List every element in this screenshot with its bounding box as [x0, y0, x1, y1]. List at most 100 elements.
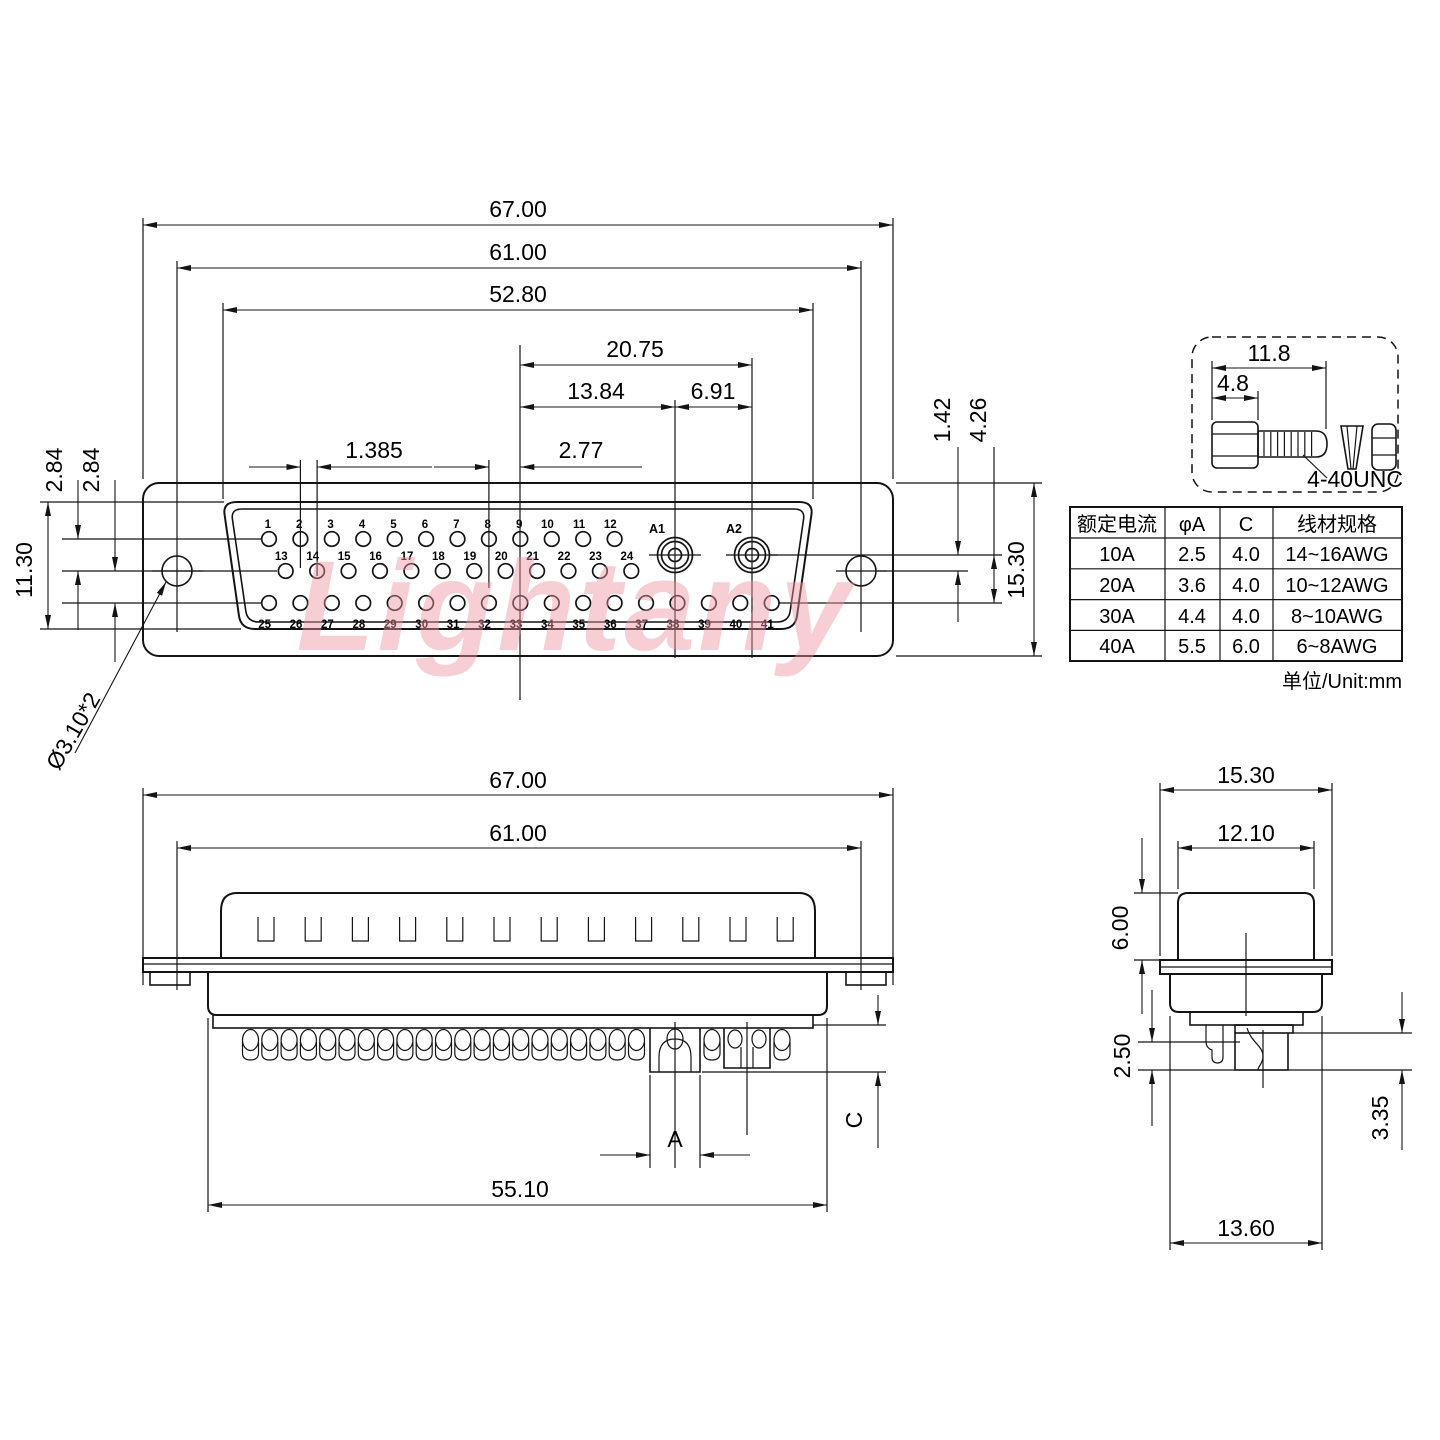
- table-header-current: 额定电流: [1077, 513, 1157, 536]
- table-cell: 6~8AWG: [1297, 636, 1378, 658]
- pin-column-extension-lines: [299, 460, 490, 588]
- dim-284b-label: 2.84: [78, 447, 104, 492]
- solder-cup-head: [589, 1028, 607, 1052]
- solder-cup-head: [377, 1028, 395, 1052]
- power-contact-2-cup-a: [727, 1029, 743, 1049]
- pin-hole: [669, 594, 686, 612]
- table-cell: 40A: [1099, 636, 1135, 658]
- power-contact-2-stem: [740, 1047, 754, 1068]
- end-dim-1530-label: 15.30: [1217, 762, 1275, 788]
- pin-hole: [292, 594, 309, 612]
- solder-cup-tube: [261, 1042, 279, 1061]
- dim-284a-label: 2.84: [41, 447, 67, 492]
- pin-hole: [449, 530, 466, 548]
- front-shell-outer: [223, 501, 813, 630]
- solder-cup-tube: [608, 1042, 626, 1061]
- solder-cup-head: [299, 1028, 317, 1052]
- rear-top-extensions: [142, 788, 894, 990]
- pin-label: 24: [621, 551, 634, 563]
- pin-label: 32: [478, 619, 491, 631]
- table-cell: 3.6: [1178, 575, 1206, 597]
- solder-cup-head: [773, 1028, 791, 1052]
- pin-hole: [386, 530, 403, 548]
- clip-part: [1340, 425, 1364, 470]
- pin-label: 23: [589, 551, 602, 563]
- solder-cup-head: [415, 1028, 433, 1052]
- pin-label: 35: [572, 619, 585, 631]
- pin-hole: [355, 594, 372, 612]
- power-contact-centerlines: [674, 1022, 748, 1168]
- watermark: Lightany: [296, 535, 856, 678]
- unit-note: 单位/Unit:mm: [1282, 670, 1402, 693]
- solder-cup-head: [608, 1028, 626, 1052]
- pin-hole: [434, 562, 451, 580]
- solder-cup-head: [434, 1028, 453, 1052]
- clip-part-lines: [1346, 425, 1358, 470]
- pin-hole: [449, 594, 466, 612]
- pin-label: 12: [604, 519, 617, 531]
- pin-label: 38: [667, 619, 680, 631]
- rear-pin-notch: [729, 917, 747, 942]
- pin-hole: [623, 562, 640, 580]
- end-dim-1360-label: 13.60: [1217, 1215, 1275, 1241]
- mount-spacing-extensions: [176, 261, 862, 632]
- dim-250-335-extensions: [1138, 1032, 1412, 1071]
- pin-hole: [355, 530, 372, 548]
- solder-cup-head: [550, 1028, 568, 1052]
- pin-label: 30: [415, 619, 428, 631]
- end-wire-curve: [1246, 1027, 1264, 1071]
- pin-hole: [543, 594, 560, 612]
- table-cell: 4.0: [1232, 606, 1260, 628]
- table-cell: 6.0: [1232, 636, 1260, 658]
- table-cell: 14~16AWG: [1285, 544, 1388, 566]
- pin-label: 3: [327, 519, 333, 531]
- solder-cup-tube: [589, 1042, 607, 1061]
- rear-pin-notch: [257, 917, 275, 942]
- rear-pin-notch: [587, 917, 605, 942]
- solder-cup-tube: [531, 1042, 549, 1061]
- pin-label: 21: [526, 551, 539, 563]
- pin-label: 14: [306, 551, 319, 563]
- power-contact-label: A1: [649, 522, 665, 536]
- solder-cup-tube: [434, 1042, 453, 1061]
- pin-label: 37: [635, 619, 648, 631]
- pin-label: 13: [275, 551, 288, 563]
- solder-cup-tube: [280, 1042, 298, 1061]
- power-contact-label: A2: [726, 522, 742, 536]
- pin-label: 2: [296, 519, 302, 531]
- solder-cup-head: [454, 1028, 472, 1052]
- dim-61-label: 61.00: [489, 239, 547, 265]
- end-body: [1169, 973, 1323, 1013]
- solder-cup-head: [338, 1028, 356, 1052]
- solder-cups: [241, 1028, 791, 1061]
- pin-hole: [403, 562, 420, 580]
- solder-cup-tube: [473, 1042, 491, 1061]
- dim-a-label: A: [667, 1126, 683, 1152]
- pin-hole: [260, 594, 278, 612]
- front-shell-inner: [231, 508, 805, 623]
- ferrule-part: [1371, 423, 1397, 471]
- solder-cup-tube: [377, 1042, 395, 1061]
- mount-hole-dia-label: Ø3.10*2: [41, 688, 106, 774]
- pin-label: 20: [495, 551, 508, 563]
- rear-5510-extensions: [207, 1018, 828, 1212]
- flange-right-extensions: [896, 482, 1042, 657]
- rear-view: 67.00 61.00 55.10 A C: [142, 767, 894, 1212]
- rear-dim-67-label: 67.00: [489, 767, 547, 793]
- table-row-lines: [1070, 537, 1402, 631]
- pin-label: 36: [604, 619, 617, 631]
- pin-hole: [386, 594, 403, 612]
- screw-head: [1211, 421, 1259, 469]
- pin-hole: [340, 562, 357, 580]
- solder-cup-tube: [357, 1042, 375, 1061]
- pin-label: 15: [338, 551, 351, 563]
- rear-pin-notch: [682, 917, 700, 942]
- rear-pin-notch: [399, 917, 417, 942]
- screw-detail: 11.8 4.8 4-40UNC: [1191, 336, 1403, 493]
- pin-label: 10: [541, 519, 554, 531]
- table-cell: 10A: [1099, 544, 1135, 566]
- pin-label: 11: [573, 519, 586, 531]
- pin-label: 27: [321, 619, 334, 631]
- pin-hole: [466, 562, 483, 580]
